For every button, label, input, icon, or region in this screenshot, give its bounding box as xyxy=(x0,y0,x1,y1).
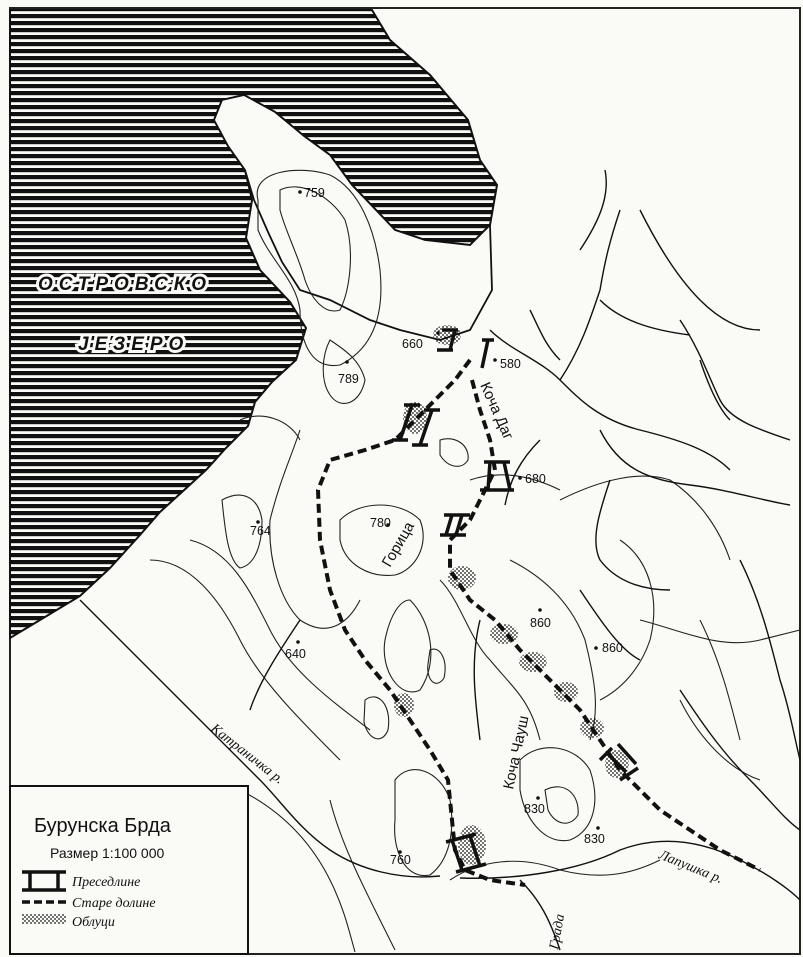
elevation-label: 764 xyxy=(250,524,271,538)
lapushka-river xyxy=(459,840,801,901)
elevation-label: 860 xyxy=(602,641,623,655)
rivers xyxy=(79,169,801,951)
legend-box xyxy=(9,785,249,955)
elevation-label: 760 xyxy=(390,853,411,867)
elevation-label: 759 xyxy=(304,186,325,200)
lake-name-line-1: ОСТРОВСКО xyxy=(38,274,212,295)
elevation-label: 830 xyxy=(584,832,605,846)
elevation-label: 789 xyxy=(338,372,359,386)
lake-name-line-2: ЈЕЗЕРО xyxy=(78,334,189,355)
river-label-grada: Града xyxy=(547,913,568,952)
elevation-label: 640 xyxy=(285,647,306,661)
elevation-marks xyxy=(256,190,600,854)
legend-boulders-symbol xyxy=(22,914,66,924)
elevation-label: 660 xyxy=(402,337,423,351)
elevation-label: 580 xyxy=(500,357,521,371)
legend-item-label: Преседлине xyxy=(71,875,140,890)
grada-river xyxy=(519,879,561,951)
contour-lines xyxy=(149,169,801,953)
legend: Бурунска Брда Размер 1:100 000 Преседлин… xyxy=(9,785,249,955)
legend-item-label: Облуци xyxy=(72,915,115,930)
legend-item-label: Старе долине xyxy=(72,896,156,911)
peninsula-land xyxy=(213,94,493,341)
elevation-label: 830 xyxy=(524,802,545,816)
elevation-label: 860 xyxy=(530,616,551,630)
legend-pass-symbol xyxy=(22,870,66,892)
elevation-label: 680 xyxy=(525,472,546,486)
legend-scale: Размер 1:100 000 xyxy=(50,845,165,861)
boulders xyxy=(394,325,629,865)
elevation-label: 780 xyxy=(370,516,391,530)
katranitska-river xyxy=(79,599,441,878)
legend-title: Бурунска Брда xyxy=(34,815,172,837)
